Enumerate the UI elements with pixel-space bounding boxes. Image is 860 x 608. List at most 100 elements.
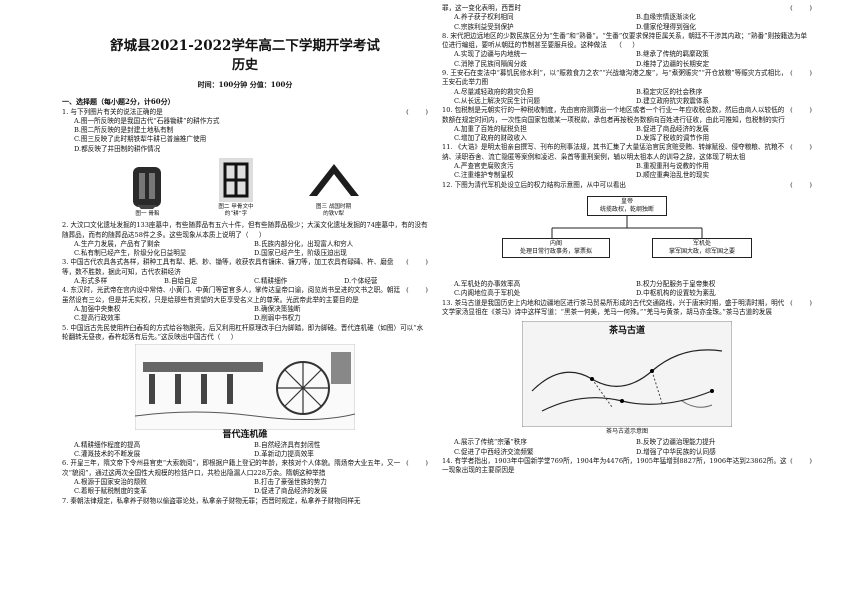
figure-oracle-glyph: 图二 甲骨文中 的“耕”字 [218,158,254,217]
answer-option: D.都反映了井田制的耕作情况 [74,144,161,153]
answer-option: B.权力分配服务于皇帝集权 [636,279,716,288]
question-stem: 1. 与下列图片有关的说法正确的是 ( ) [62,108,428,117]
answer-option: D.削弱中书权力 [254,314,301,323]
question-4: 4. 东汉时，光武帝在宫内设中常侍、小黄门、中黄门等宦官多人，掌传达皇帝口谕，阅… [62,286,428,323]
answer-option: C.促进了中西经济交流频繁 [454,447,534,456]
question-text: 10. 包税制是元朝实行的一种税收制度，先由官府测算出一个地区或者一个行业一年应… [442,106,785,124]
question-8: 8. 宋代把边远地区的少数民族区分为“生番”和“熟番”。“生番”仅要求保持臣属关… [442,32,812,69]
answer-option: C.注重维护专制皇权 [454,171,514,180]
question-text: 1. 与下列图片有关的说法正确的是 [62,107,163,116]
question-text: 11. 《大诰》是明太祖亲自撰写、刊布的刑事法规，其书汇集了大量惩治官民贪赃受贿… [442,143,785,161]
answer-blank: ( ) [790,298,812,307]
question-text: 4. 东汉时，光武帝在宫内设中常侍、小黄门、中黄门等宦官多人，掌传达皇帝口谕，阅… [62,286,401,304]
question-text: 12. 下图为清代军机处设立后的权力结构示意图，从中可以看出 [442,180,627,189]
answer-blank: ( ) [790,456,812,465]
answer-option: D.维持了边疆的长期安定 [636,59,710,68]
question-11: 11. 《大诰》是明太祖亲自撰写、刊布的刑事法规，其书汇集了大量惩治官民贪赃受贿… [442,143,812,180]
figure-2-caption: 图二 甲骨文中 的“耕”字 [218,204,254,217]
question-text: 7. 秦朝法律规定，私拿养子财物以偷盗罪论处，私拿亲子财物无罪；西晋时规定，私拿… [62,496,361,505]
question-3: 3. 中国古代农具各式各样，耕种工具有犁、耙、耖、锄等，收获农具有镰床、镰刀等，… [62,258,428,286]
answer-option: D.增强了中华民族的认同感 [636,447,716,456]
tea-horse-road-map: 茶马古道 [521,320,733,439]
question-stem: 5. 中国远古先民使用杵臼舂捣的方式给谷物脱壳，后又利用杠杆原理改手臼为脚踏，即… [62,324,428,343]
question-5: 5. 中国远古先民使用杵臼舂捣的方式给谷物脱壳，后又利用杠杆原理改手臼为脚踏，即… [62,324,428,343]
answer-option: D.顺应重典治乱世的现实 [636,171,710,180]
answer-option: A.养子获子权利相同 [454,13,514,22]
right-column: 罪，这一变化表明，西晋时 ( ) A.养子获子权利相同 B.血缘宗情逐渐淡化 C.宗族利… [442,0,812,608]
answer-option: B.血缘宗情逐渐淡化 [636,13,696,22]
question-12: 12. 下图为清代军机处设立后的权力结构示意图，从中可以看出 ( ) [442,181,812,190]
question-stem: 14. 有学者指出，1903年中国新学堂769所，1904年为4476所，190… [442,457,812,476]
answer-option: C.内阁地位高于军机处 [454,289,521,298]
answer-option: D.个体经营 [344,277,378,286]
left-column: 舒城县2021-2022学年高二下学期开学考试 历史 时间：100分钟 分值：1… [62,0,428,608]
answer-option: A.生产力发展，产品有了剩余 [74,239,160,248]
diagram-grand-council-box: 军机处 掌军国大政，综军国之要 [652,237,752,258]
answer-option: D.建立政府抗灾救震体系 [636,96,710,105]
answer-blank: ( ) [790,106,812,115]
question-stem: 2. 大汶口文化遗址发掘的133座墓中，有些随葬品有五六十件，但有些随葬品极少；… [62,221,428,240]
answer-option: C.消除了民族间隔阂分歧 [454,59,527,68]
answer-blank: ( ) [790,180,812,189]
answer-option: B.重视重刑与说教的作用 [636,162,709,171]
exam-title: 舒城县2021-2022学年高二下学期开学考试 [110,38,380,54]
answer-option: A.加强中央集权 [74,304,121,313]
figure-iron-plough: 图三 战国时期 的铁V犁 [305,158,363,217]
iron-plough-image [308,164,359,197]
question-text: 罪，这一变化表明，西晋时 [442,4,522,12]
question-stem: 8. 宋代把边远地区的少数民族区分为“生番”和“熟番”。“生番”仅要求保持臣属关… [442,32,812,51]
question-text: 3. 中国古代农具各式各样，耕种工具有犁、耙、耖、锄等，收获农具有镰床、镰刀等，… [62,258,394,276]
answer-option: A.军机处的办事效率高 [454,279,521,288]
answer-option: D.革新动力提高效率 [254,450,314,459]
answer-option: A.实现了边疆与内地统一 [454,50,527,59]
question-stem: 9. 王安石在变法中“募饥民修水利”，以“赈救食力之农”“兴战塘沟港之废”，与“… [442,69,812,88]
answer-option: C.从长远上解决灾民生计问题 [454,96,541,105]
diagram-grand-secretariat-box: 内阁 处理日常行政事务，掌票拟 [502,237,610,258]
question-stem: 11. 《大诰》是明太祖亲自撰写、刊布的刑事法规，其书汇集了大量惩治官民贪赃受贿… [442,143,812,162]
figure-3-caption: 图三 战国时期 的铁V犁 [315,204,352,217]
answer-blank: ( ) [406,286,428,295]
question-text: 14. 有学者指出，1903年中国新学堂769所，1904年为4476所，190… [442,456,787,475]
question-stem: 13. 茶马古道是我国历史上内地和边疆地区进行茶马贸易所形成的古代交通路线，兴于… [442,299,812,318]
answer-option: A.展示了传统“宗藩”秩序 [454,438,527,447]
question-text: 6. 开皇三年，隋文帝下令州县官吏“大索貌阅”，即根据户籍上登记的年龄，来核对个… [62,459,401,477]
question-text: 9. 王安石在变法中“募饥民修水利”，以“赈救食力之农”“兴战塘沟港之废”，与“… [442,69,788,87]
map-title: 茶马古道 [608,326,645,337]
answer-blank: ( ) [406,258,428,267]
answer-option: C.精耕细作 [254,277,288,286]
answer-option: B.打击了豪强世族的势力 [254,477,327,486]
diagram-emperor-box: 皇帝 统揽政权，乾纲独断 [587,195,667,216]
answer-option: A.精耕细作程度的提高 [74,440,141,449]
question-stem: 3. 中国古代农具各式各样，耕种工具有犁、耙、耖、锄等，收获农具有镰床、镰刀等，… [62,258,428,277]
question-stem: 罪，这一变化表明，西晋时 ( ) [442,4,812,13]
answer-option: A.根源于国家安治的颓败 [74,477,147,486]
answer-option: D.促进了商品经济的发展 [254,487,328,496]
answer-option: C.宗族利益受到保护 [454,22,514,31]
question-1: 1. 与下列图片有关的说法正确的是 ( )A.图一所反映的是我国古代“石器锄耕”的… [62,108,428,154]
answer-option: A.严查官吏腐败贪污 [454,162,514,171]
answer-option: D.儒家伦理得到强化 [636,22,696,31]
answer-option: C.图三反映了此时期铁犁牛耕已普遍推广使用 [74,135,207,144]
diagram-connector-lines [551,215,703,238]
question-9: 9. 王安石在变法中“募饥民修水利”，以“赈救食力之农”“兴战塘沟港之废”，与“… [442,69,812,106]
answer-option: B.促进了商品经济的发展 [636,124,709,133]
answer-option: A.形式多样 [74,277,108,286]
answer-option: B.自然经济具有封闭性 [254,440,321,449]
answer-option: A.加重了百姓的赋税负担 [454,124,527,133]
question-text: 2. 大汶口文化遗址发掘的133座墓中，有些随葬品有五六十件，但有些随葬品极少；… [62,221,428,239]
answer-options: A.严查官吏腐败贪污 B.重视重刑与说教的作用 C.注重维护专制皇权 D.顺应重典治乱… [442,162,812,181]
question-stem: 4. 东汉时，光武帝在宫内设中常侍、小黄门、中黄门等宦官多人，掌传达皇帝口谕，阅… [62,286,428,305]
answer-blank: ( ) [790,4,812,12]
question-text: 13. 茶马古道是我国历史上内地和边疆地区进行茶马贸易所形成的古代交通路线，兴于… [442,298,785,316]
answer-option: C.着眼于赋税制度的变革 [74,487,147,496]
answer-blank: ( ) [406,107,428,116]
answer-option: C.私有制已经产生，阶级分化日益明显 [74,249,187,258]
